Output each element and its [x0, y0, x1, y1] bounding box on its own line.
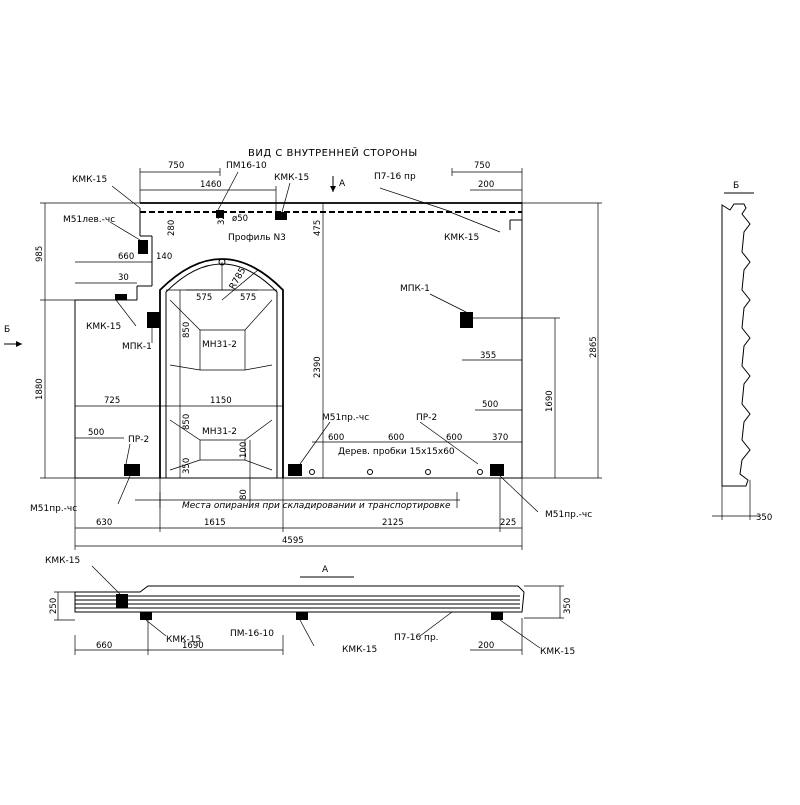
- dim-600-c: 600: [446, 433, 462, 443]
- label-mpk1-left: МПК-1: [122, 342, 152, 352]
- dim-850-upper: 850: [182, 322, 192, 338]
- dim-355: 355: [480, 351, 496, 361]
- label-wood-plugs: Дерев. пробки 15x15x60: [338, 447, 455, 457]
- dim-630: 630: [96, 518, 112, 528]
- view-b-marker: Б: [4, 325, 10, 335]
- label-m51pr-cs-left: M51пр.-чс: [30, 504, 77, 514]
- label-kmk15-a-right: КМК-15: [540, 647, 575, 657]
- label-profile3: Профиль N3: [228, 233, 286, 243]
- dim-2390: 2390: [313, 356, 323, 378]
- dim-2865: 2865: [589, 336, 599, 358]
- dim-985: 985: [35, 246, 45, 262]
- label-m51pr-cs-right: М51пр.-чс: [545, 510, 592, 520]
- embedded-parts: [115, 210, 504, 476]
- dim-660-top: 660: [118, 252, 134, 262]
- dim-1150: 1150: [210, 396, 232, 406]
- dim-750-left: 750: [168, 161, 184, 171]
- dim-350-side: 350: [756, 513, 772, 523]
- dim-30: 30: [118, 273, 129, 283]
- label-kmk15-a-mid: КМК-15: [342, 645, 377, 655]
- main-panel: [74, 202, 523, 479]
- dim-4595: 4595: [282, 536, 304, 546]
- label-pm16-10: ПМ16-10: [226, 161, 267, 171]
- view-markers: Б А: [4, 176, 346, 347]
- side-view-b-label: Б: [733, 181, 739, 191]
- side-view-b: Б 350: [712, 181, 772, 523]
- label-mpk1-right: МПК-1: [400, 284, 430, 294]
- label-d50: ø50: [232, 214, 248, 224]
- dim-500-left: 500: [88, 428, 104, 438]
- label-pm16-10-a: ПМ-16-10: [230, 629, 274, 639]
- dim-350-a: 350: [563, 598, 573, 614]
- label-m51lev: М51лев.-чс: [63, 215, 115, 225]
- dim-500-right: 500: [482, 400, 498, 410]
- dimension-text-main: 750 1460 750 200 32 280 475 660 140 30 9…: [35, 161, 599, 546]
- dim-600-a: 600: [328, 433, 344, 443]
- label-support: Места опирания при складировании и транс…: [182, 501, 451, 511]
- dim-225: 225: [500, 518, 516, 528]
- dim-1690: 1690: [545, 390, 555, 412]
- label-p7-16pr: П7-16 пр: [374, 172, 416, 182]
- top-view-a: А КМК-15 КМК-15 ПМ-16-10: [45, 556, 575, 657]
- label-r785: R785: [228, 266, 248, 291]
- dim-1460: 1460: [200, 180, 222, 190]
- label-pr2-right: ПР-2: [416, 413, 437, 423]
- label-kmk15-topleft: КМК-15: [72, 175, 107, 185]
- dim-660-a: 660: [96, 641, 112, 651]
- dim-200-a: 200: [478, 641, 494, 651]
- dim-475: 475: [313, 220, 323, 236]
- label-kmk15-a-bl: КМК-15: [166, 635, 201, 645]
- label-kmk15-a-topleft: КМК-15: [45, 556, 80, 566]
- dim-370: 370: [492, 433, 508, 443]
- label-kmk15-top: КМК-15: [274, 173, 309, 183]
- view-a-marker: А: [339, 179, 346, 189]
- label-m51pr-cs-mid: М51пр.-чс: [322, 413, 369, 423]
- dim-575-left: 575: [196, 293, 212, 303]
- label-pr2-left: ПР-2: [128, 435, 149, 445]
- view-title: ВИД С ВНУТРЕННЕЙ СТОРОНЫ: [248, 146, 418, 159]
- dim-350-main: 350: [182, 458, 192, 474]
- labels-main: КМК-15 М51лев.-чс ПМ16-10 КМК-15 П7-16 п…: [30, 161, 592, 520]
- dim-2125: 2125: [382, 518, 404, 528]
- leader-lines: [109, 171, 539, 513]
- label-kmk15-left: КМК-15: [86, 322, 121, 332]
- dim-280: 280: [167, 220, 177, 236]
- dim-850-lower: 850: [182, 414, 192, 430]
- label-kmk15-topright: КМК-15: [444, 233, 479, 243]
- dim-200-top: 200: [478, 180, 494, 190]
- dim-140: 140: [156, 252, 172, 262]
- dim-1615: 1615: [204, 518, 226, 528]
- dim-80: 80: [239, 489, 249, 500]
- dim-725: 725: [104, 396, 120, 406]
- dim-750-right: 750: [474, 161, 490, 171]
- label-mn31-2-lower: МН31-2: [202, 427, 237, 437]
- dim-100: 100: [239, 442, 249, 458]
- dim-1690-a: 1690: [182, 641, 204, 651]
- top-view-a-label: А: [322, 565, 329, 575]
- label-p7-16pr-a: П7-16 пр.: [394, 633, 439, 643]
- dim-1880: 1880: [35, 378, 45, 400]
- label-mn31-2-upper: МН31-2: [202, 340, 237, 350]
- dim-600-b: 600: [388, 433, 404, 443]
- dim-32: 32: [217, 214, 227, 225]
- dim-575-right: 575: [240, 293, 256, 303]
- dim-250: 250: [49, 598, 59, 614]
